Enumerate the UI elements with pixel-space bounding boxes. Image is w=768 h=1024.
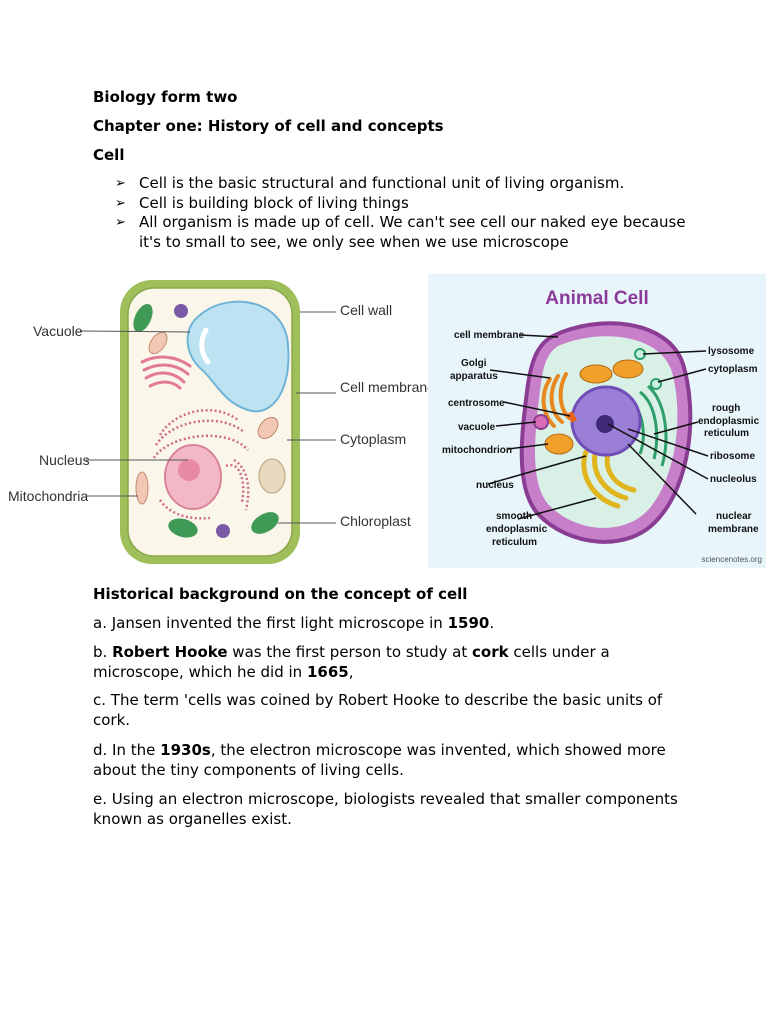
svg-text:reticulum: reticulum [492,537,537,548]
history-item-c: c. The term 'cells was coined by Robert … [93,691,663,729]
label-smooth-er: smooth [496,511,532,522]
plant-vacuole [186,300,290,413]
label-cell-membrane: cell membrane [454,330,524,341]
label-nucleus: Nucleus [39,452,90,468]
history-item-a: a. Jansen invented the first light micro… [93,614,495,632]
history-item-d: d. In the 1930s, the electron microscope… [93,741,666,779]
chloroplast [168,518,198,538]
mitochondrion [544,433,574,455]
label-nucleus: nucleus [476,480,514,491]
arrow-bullet-icon: ➢ [115,215,126,230]
mitochondrion [579,364,613,384]
label-nucleolus: nucleolus [710,474,757,485]
history-item-e: e. Using an electron microscope, biologi… [93,790,678,828]
svg-text:apparatus: apparatus [450,371,498,382]
label-vacuole: Vacuole [33,323,83,339]
plant-nucleolus [178,459,200,481]
centrosome [566,411,578,423]
cell-bullet-list: ➢Cell is the basic structural and functi… [115,174,699,252]
chapter-heading: Chapter one: History of cell and concept… [93,117,444,135]
animal-nucleolus [596,415,614,433]
label-nuclear-membrane: nuclear [716,511,752,522]
label-ribosome: ribosome [710,451,755,462]
mitochondrion [148,331,168,355]
label-rough-er: rough [712,403,740,414]
label-mitochondrion: mitochondrion [442,445,512,456]
label-cell-wall: Cell wall [340,302,392,318]
label-cytoplasm: cytoplasm [708,364,758,375]
label-mitochondria: Mitochondria [8,488,88,504]
label-cell-membrane: Cell membrane [340,379,430,395]
chloroplast [251,512,279,534]
svg-text:reticulum: reticulum [704,428,749,439]
list-item: ➢Cell is the basic structural and functi… [115,174,625,192]
arrow-bullet-icon: ➢ [115,195,126,211]
mitochondrion [612,359,644,379]
animal-vacuole [533,414,549,430]
document-title: Biology form two [93,88,238,106]
chloroplast [133,303,153,333]
svg-text:membrane: membrane [708,524,759,535]
section-heading: Cell [93,146,125,164]
plant-vesicle [258,458,286,494]
animal-cell-title: Animal Cell [545,288,648,309]
label-cytoplasm: Cytoplasm [340,431,406,447]
mitochondrion [135,471,149,505]
label-centrosome: centrosome [448,398,505,409]
history-item-b: b. Robert Hooke was the first person to … [93,643,610,681]
arrow-bullet-icon: ➢ [115,176,126,191]
animal-smooth-er [581,447,637,509]
list-item: ➢Cell is building block of living things [115,193,409,212]
mitochondrion [257,416,279,440]
plant-rough-er [152,409,250,520]
plant-golgi [140,355,192,390]
label-vacuole: vacuole [458,422,496,433]
history-heading: Historical background on the concept of … [93,585,468,603]
label-chloroplast: Chloroplast [340,513,411,529]
image-credit: sciencenotes.org [702,555,762,564]
label-golgi: Golgi [461,358,487,369]
list-item: ➢All organism is made up of cell. We can… [115,213,686,251]
svg-text:endoplasmic: endoplasmic [698,416,760,427]
svg-text:endoplasmic: endoplasmic [486,524,548,535]
plant-cell-diagram: Vacuole Nucleus Mitochondria Cell wall C… [8,280,430,564]
animal-cell-diagram: Animal Cell [428,274,766,568]
label-lysosome: lysosome [708,346,755,357]
